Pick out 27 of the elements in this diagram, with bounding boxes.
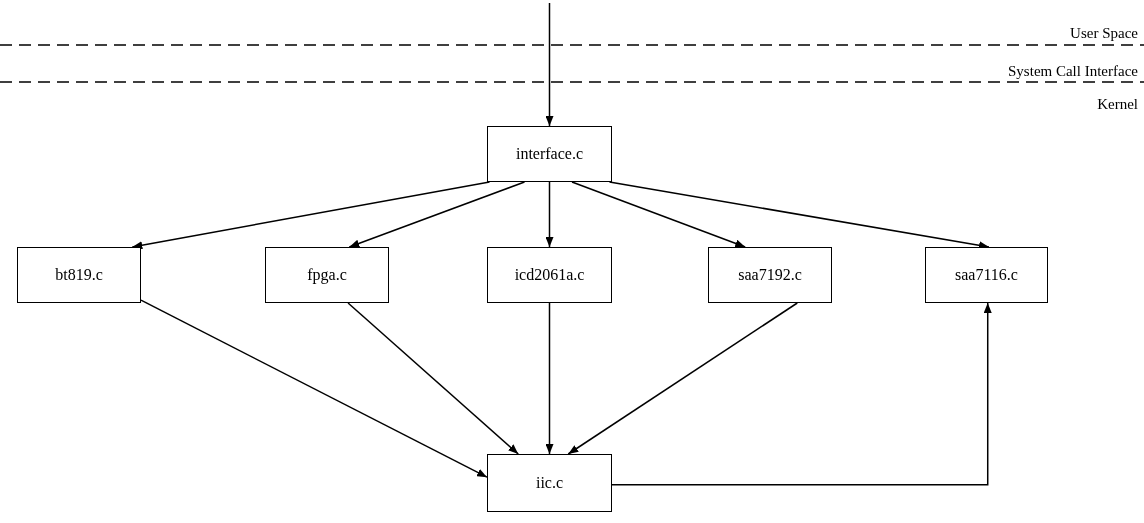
file-name: saa7116.c [955, 265, 1018, 285]
file-box [708, 247, 832, 303]
arrow [131, 181, 491, 250]
file-box [925, 247, 1048, 303]
arrow [347, 302, 519, 455]
arrow [348, 181, 526, 248]
arrow [545, 181, 554, 248]
layer-label: Kernel [1097, 97, 1138, 112]
arrow [571, 181, 746, 248]
file-box [487, 126, 612, 182]
file-name: fpga.c [307, 265, 347, 286]
arrow [140, 299, 488, 478]
file-box [17, 247, 141, 303]
layer-label: System Call Interface [1008, 64, 1138, 79]
file-name: interface.c [515, 144, 584, 164]
file-box [487, 247, 612, 303]
arrow [545, 2, 554, 127]
layer-label: User Space [1070, 26, 1138, 41]
arrow [545, 302, 554, 455]
file-name: icd2061a.c [514, 265, 585, 285]
file-box [487, 454, 612, 512]
file-box [265, 247, 389, 303]
file-name: bt819.c [55, 265, 103, 285]
file-name: iic.c [535, 473, 564, 493]
file-name: saa7192.c [738, 265, 802, 285]
arrow [611, 302, 992, 486]
arrow [567, 302, 799, 455]
